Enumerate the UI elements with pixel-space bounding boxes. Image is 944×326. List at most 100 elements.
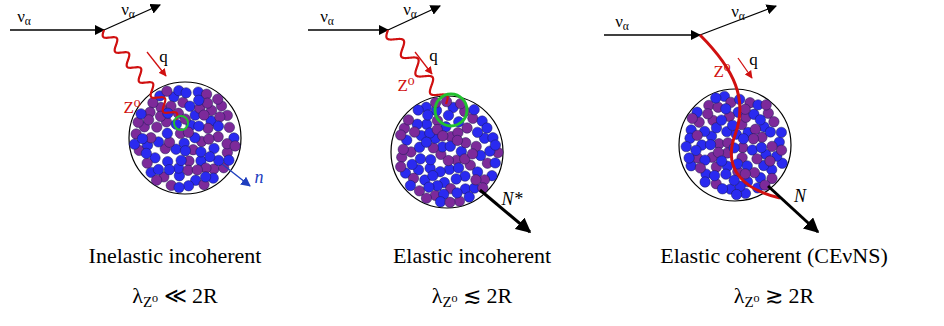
nucleon <box>152 122 162 132</box>
nucleon <box>711 93 721 103</box>
nucleon <box>445 197 455 207</box>
nucleon <box>194 95 204 105</box>
nucleon <box>180 146 190 156</box>
nucleon <box>162 86 172 96</box>
neutrino-line <box>104 5 160 30</box>
neutrino-line <box>308 29 388 30</box>
nucleon <box>709 170 719 180</box>
nucleon <box>687 113 697 123</box>
nucleon <box>748 134 758 144</box>
nucleon <box>183 181 193 191</box>
panel-caption: Elastic coherent (CEνNS) <box>660 244 887 268</box>
nucleon <box>750 124 760 134</box>
nucleon <box>181 88 191 98</box>
particle-label: να <box>731 3 745 22</box>
neutron-arrow <box>222 164 250 186</box>
nucleon <box>453 163 463 173</box>
nucleon <box>398 144 408 154</box>
nucleon <box>705 139 715 149</box>
boson-label: Z⁰ <box>713 63 730 82</box>
nucleon <box>681 141 691 151</box>
nucleon <box>141 148 151 158</box>
momentum-label: q⃗ <box>159 48 181 67</box>
momentum-label: q⃗ <box>749 51 771 70</box>
nucleon <box>452 188 462 198</box>
nucleon <box>183 165 193 175</box>
nucleon <box>769 117 779 127</box>
nucleon <box>224 122 234 132</box>
nucleon <box>425 154 435 164</box>
nucleon <box>199 110 209 120</box>
nucleon <box>755 115 765 125</box>
particle-label: να <box>403 1 417 20</box>
particle-label: να <box>615 13 629 32</box>
nucleon <box>731 189 741 199</box>
nucleon <box>421 137 431 147</box>
nucleon <box>490 158 500 168</box>
nucleon <box>423 110 433 120</box>
nucleon <box>224 155 234 165</box>
nucleon <box>203 123 213 133</box>
neutrino-line <box>604 34 700 35</box>
panel-condition: λZ⁰ ≳ 2R <box>734 284 815 308</box>
nucleons <box>681 91 787 200</box>
panel-condition: λZ⁰ ≪ 2R <box>132 284 218 308</box>
nucleon <box>700 177 710 187</box>
nucleon <box>756 142 766 152</box>
momentum-label: q⃗ <box>429 47 451 66</box>
nucleus <box>391 96 503 208</box>
nucleon <box>213 94 223 104</box>
nucleon <box>717 184 727 194</box>
nucleon <box>760 180 770 190</box>
nucleon <box>438 131 448 141</box>
nucleon <box>703 109 713 119</box>
nucleon <box>185 101 195 111</box>
nucleon <box>752 154 762 164</box>
nucleon <box>137 133 147 143</box>
nucleon <box>192 165 202 175</box>
nucleon <box>721 104 731 114</box>
nucleon <box>200 172 210 182</box>
nucleus-label: N <box>794 187 806 207</box>
nucleon <box>692 130 702 140</box>
nucleon <box>415 154 425 164</box>
nucleon <box>409 127 419 137</box>
boson-label: Z⁰ <box>397 77 414 96</box>
nucleus <box>679 89 791 201</box>
nucleon <box>490 140 500 150</box>
nucleon <box>405 180 415 190</box>
nucleon <box>153 164 163 174</box>
nucleon <box>443 155 453 165</box>
z-boson <box>700 35 780 198</box>
nucleon <box>716 156 726 166</box>
nucleon <box>467 149 477 159</box>
panel-caption: Inelastic incoherent <box>89 244 262 268</box>
nucleon <box>443 110 453 120</box>
nucleon <box>761 100 771 110</box>
recoil-arrow <box>480 190 530 232</box>
nucleon <box>482 123 492 133</box>
nucleon <box>424 182 434 192</box>
nucleon <box>765 156 775 166</box>
nucleon <box>213 121 223 131</box>
nucleon <box>204 134 214 144</box>
nucleon <box>749 167 759 177</box>
nucleons <box>395 96 503 207</box>
nucleon <box>776 145 786 155</box>
boson-label: Z⁰ <box>123 99 140 118</box>
nucleon <box>213 132 223 142</box>
panel-condition: λZ⁰ ≲ 2R <box>432 284 513 308</box>
nucleon <box>205 152 215 162</box>
nucleon <box>164 165 174 175</box>
nucleon <box>435 197 445 207</box>
z-boson <box>386 30 447 104</box>
panel-caption: Elastic incoherent <box>393 244 551 268</box>
nucleons <box>129 85 240 192</box>
nucleon <box>162 128 172 138</box>
nucleon <box>767 141 777 151</box>
particle-label: να <box>320 8 334 27</box>
neutron-label: n <box>255 168 264 188</box>
nucleon <box>684 153 694 163</box>
